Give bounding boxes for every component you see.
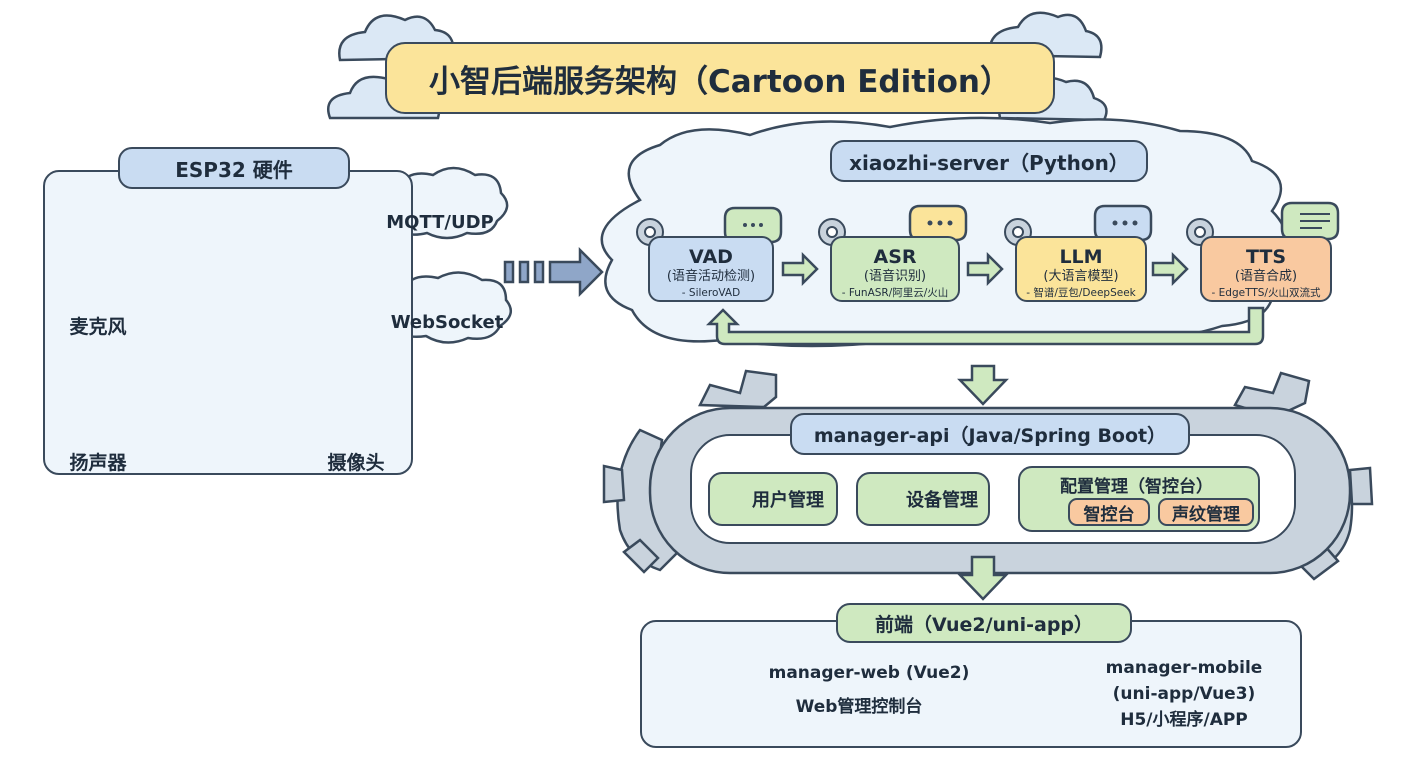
stage-llm-desc: (大语言模型): [1043, 269, 1119, 284]
camera-label: 摄像头: [327, 452, 385, 474]
stage-tts-name: TTS: [1245, 246, 1287, 268]
stage-tts: TTS (语音合成) - EdgeTTS/火山双流式: [1200, 236, 1332, 302]
stage-tts-impl: - EdgeTTS/火山双流式: [1211, 287, 1321, 299]
server-to-api-arrow: [957, 364, 1009, 406]
hardware-panel: [43, 170, 413, 475]
manager-mobile-platforms: H5/小程序/APP: [1120, 710, 1248, 730]
api-to-frontend-arrow: [957, 555, 1009, 601]
stage-tts-desc: (语音合成): [1234, 269, 1298, 284]
server-title: xiaozhi-server（Python）: [830, 140, 1148, 182]
manager-mobile-name: manager-mobile: [1105, 658, 1263, 678]
stage-asr: ASR (语音识别) - FunASR/阿里云/火山: [830, 236, 960, 302]
pipeline-arrows: [781, 251, 1189, 287]
manager-web-desc: Web管理控制台: [795, 697, 923, 717]
manager-api-title: manager-api（Java/Spring Boot）: [790, 413, 1190, 455]
config-management-label: 配置管理（智控台）: [1060, 477, 1213, 497]
voiceprint-management-badge: 声纹管理: [1158, 498, 1254, 526]
stage-vad: VAD (语音活动检测) - SileroVAD: [648, 236, 774, 302]
hardware-title: ESP32 硬件: [118, 147, 350, 189]
user-management-box: 用户管理: [708, 472, 838, 526]
stage-asr-desc: (语音识别): [863, 269, 927, 284]
microphone-label: 麦克风: [69, 316, 127, 338]
title-banner: 小智后端服务架构（Cartoon Edition）: [385, 42, 1055, 114]
stage-vad-name: VAD: [689, 246, 733, 268]
stage-vad-desc: (语音活动检测): [666, 269, 756, 284]
hardware-to-server-arrow: [503, 246, 604, 298]
device-management-box: 设备管理: [856, 472, 990, 526]
stage-llm: LLM (大语言模型) - 智谱/豆包/DeepSeek: [1015, 236, 1147, 302]
stage-vad-impl: - SileroVAD: [681, 287, 741, 299]
frontend-title: 前端（Vue2/uni-app）: [836, 603, 1132, 643]
stage-asr-impl: - FunASR/阿里云/火山: [841, 287, 949, 299]
mqtt-udp-label: MQTT/UDP: [386, 212, 494, 233]
speaker-label: 扬声器: [69, 452, 127, 474]
stage-llm-name: LLM: [1059, 246, 1103, 268]
manager-mobile-stack: (uni-app/Vue3): [1112, 684, 1256, 704]
manager-web-name: manager-web (Vue2): [768, 663, 970, 683]
pipeline-feedback-loop: [705, 306, 1265, 346]
page-title: 小智后端服务架构（Cartoon Edition）: [428, 63, 1012, 100]
stage-asr-name: ASR: [873, 246, 917, 268]
websocket-label: WebSocket: [390, 312, 504, 333]
smart-console-badge: 智控台: [1068, 498, 1150, 526]
stage-llm-impl: - 智谱/豆包/DeepSeek: [1026, 287, 1136, 299]
gear-left-icon: [602, 369, 778, 574]
